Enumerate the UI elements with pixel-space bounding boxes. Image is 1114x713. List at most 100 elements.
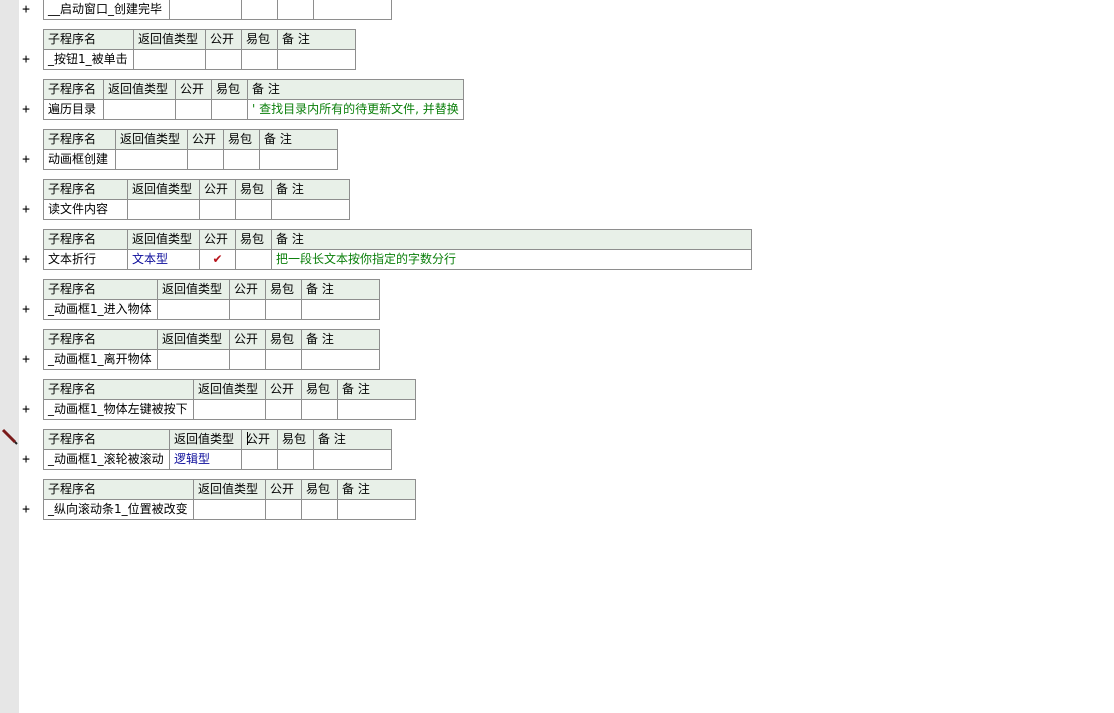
remark-cell[interactable] bbox=[313, 0, 392, 20]
remark-cell[interactable] bbox=[313, 449, 392, 470]
subroutine-name-cell[interactable]: __启动窗口_创建完毕 bbox=[43, 0, 170, 20]
expand-toggle[interactable]: + bbox=[22, 2, 30, 17]
public-cell[interactable] bbox=[265, 499, 302, 520]
expand-toggle[interactable]: + bbox=[22, 152, 30, 167]
subroutine-name-cell[interactable]: 动画框创建 bbox=[43, 149, 116, 170]
table-header-row: 子程序名 返回值类型 公开 易包 备 注 bbox=[43, 379, 416, 400]
subroutine-name-cell[interactable]: _纵向滚动条1_位置被改变 bbox=[43, 499, 194, 520]
subroutine-table: 子程序名 返回值类型 公开 易包 备 注 _动画框1_进入物体 bbox=[43, 279, 380, 320]
header-easy-pack: 易包 bbox=[211, 79, 248, 100]
expand-toggle[interactable]: + bbox=[22, 402, 30, 417]
public-cell[interactable] bbox=[229, 299, 266, 320]
expand-toggle[interactable]: + bbox=[22, 102, 30, 117]
return-type-cell[interactable] bbox=[133, 49, 206, 70]
header-name: 子程序名 bbox=[43, 279, 158, 300]
subroutine-name-cell[interactable]: _按钮1_被单击 bbox=[43, 49, 134, 70]
subroutine-row[interactable]: 动画框创建 bbox=[43, 149, 338, 170]
header-public: 公开 bbox=[265, 479, 302, 500]
header-remark: 备 注 bbox=[301, 279, 380, 300]
easy-pack-cell[interactable] bbox=[277, 449, 314, 470]
remark-cell[interactable] bbox=[277, 49, 356, 70]
subroutine-name-cell[interactable]: _动画框1_滚轮被滚动 bbox=[43, 449, 170, 470]
remark-cell[interactable] bbox=[271, 199, 350, 220]
header-remark: 备 注 bbox=[313, 429, 392, 450]
header-return-type: 返回值类型 bbox=[193, 379, 266, 400]
return-type-cell[interactable] bbox=[127, 199, 200, 220]
public-cell[interactable] bbox=[175, 99, 212, 120]
remark-cell[interactable]: ' 查找目录内所有的待更新文件, 并替换 bbox=[247, 99, 464, 120]
remark-cell[interactable] bbox=[337, 499, 416, 520]
expand-toggle[interactable]: + bbox=[22, 52, 30, 67]
expand-toggle[interactable]: + bbox=[22, 452, 30, 467]
public-cell[interactable] bbox=[241, 449, 278, 470]
public-cell[interactable] bbox=[199, 199, 236, 220]
easy-pack-cell[interactable] bbox=[301, 499, 338, 520]
header-remark: 备 注 bbox=[301, 329, 380, 350]
public-cell[interactable] bbox=[241, 0, 278, 20]
return-type-cell[interactable]: 文本型 bbox=[127, 249, 200, 270]
public-cell[interactable]: ✔ bbox=[199, 249, 236, 270]
subroutine-table: 子程序名 返回值类型 公开 易包 备 注 _动画框1_离开物体 bbox=[43, 329, 380, 370]
expand-toggle[interactable]: + bbox=[22, 502, 30, 517]
easy-pack-cell[interactable] bbox=[241, 49, 278, 70]
return-type-cell[interactable] bbox=[115, 149, 188, 170]
header-easy-pack: 易包 bbox=[235, 179, 272, 200]
table-header-row: 子程序名 返回值类型 公开 易包 备 注 bbox=[43, 229, 752, 250]
header-easy-pack: 易包 bbox=[277, 429, 314, 450]
subroutine-name-cell[interactable]: 文本折行 bbox=[43, 249, 128, 270]
remark-cell[interactable]: 把一段长文本按你指定的字数分行 bbox=[271, 249, 752, 270]
remark-cell[interactable] bbox=[301, 299, 380, 320]
remark-cell[interactable] bbox=[337, 399, 416, 420]
subroutine-row[interactable]: _按钮1_被单击 bbox=[43, 49, 356, 70]
easy-pack-cell[interactable] bbox=[235, 199, 272, 220]
subroutine-name-cell[interactable]: 读文件内容 bbox=[43, 199, 128, 220]
easy-pack-cell[interactable] bbox=[265, 349, 302, 370]
subroutine-row[interactable]: _动画框1_物体左键被按下 bbox=[43, 399, 416, 420]
return-type-cell[interactable] bbox=[157, 349, 230, 370]
subroutine-name-cell[interactable]: _动画框1_物体左键被按下 bbox=[43, 399, 194, 420]
return-type-cell[interactable] bbox=[157, 299, 230, 320]
subroutine-row[interactable]: 文本折行 文本型 ✔ 把一段长文本按你指定的字数分行 bbox=[43, 249, 752, 270]
subroutine-row[interactable]: _纵向滚动条1_位置被改变 bbox=[43, 499, 416, 520]
easy-pack-cell[interactable] bbox=[235, 249, 272, 270]
expand-toggle[interactable]: + bbox=[22, 252, 30, 267]
easy-pack-cell[interactable] bbox=[211, 99, 248, 120]
editor-gutter[interactable] bbox=[0, 0, 19, 713]
header-name: 子程序名 bbox=[43, 329, 158, 350]
return-type-cell[interactable] bbox=[193, 499, 266, 520]
header-easy-pack: 易包 bbox=[265, 279, 302, 300]
header-return-type: 返回值类型 bbox=[193, 479, 266, 500]
public-cell[interactable] bbox=[265, 399, 302, 420]
subroutine-row[interactable]: _动画框1_滚轮被滚动 逻辑型 bbox=[43, 449, 392, 470]
header-return-type: 返回值类型 bbox=[127, 229, 200, 250]
expand-toggle[interactable]: + bbox=[22, 302, 30, 317]
subroutine-row[interactable]: 读文件内容 bbox=[43, 199, 350, 220]
easy-pack-cell[interactable] bbox=[223, 149, 260, 170]
subroutine-row[interactable]: _动画框1_离开物体 bbox=[43, 349, 380, 370]
subroutine-row[interactable]: 遍历目录 ' 查找目录内所有的待更新文件, 并替换 bbox=[43, 99, 464, 120]
remark-cell[interactable] bbox=[259, 149, 338, 170]
subroutine-row[interactable]: __启动窗口_创建完毕 bbox=[43, 0, 392, 20]
return-type-cell[interactable] bbox=[193, 399, 266, 420]
header-return-type: 返回值类型 bbox=[157, 279, 230, 300]
header-name: 子程序名 bbox=[43, 429, 170, 450]
remark-cell[interactable] bbox=[301, 349, 380, 370]
public-cell[interactable] bbox=[187, 149, 224, 170]
public-cell[interactable] bbox=[205, 49, 242, 70]
subroutine-name-cell[interactable]: _动画框1_离开物体 bbox=[43, 349, 158, 370]
return-type-cell[interactable] bbox=[103, 99, 176, 120]
return-type-cell[interactable] bbox=[169, 0, 242, 20]
return-type-cell[interactable]: 逻辑型 bbox=[169, 449, 242, 470]
header-name: 子程序名 bbox=[43, 379, 194, 400]
subroutine-table: 子程序名 返回值类型 公开 易包 备 注 _纵向滚动条1_位置被改变 bbox=[43, 479, 416, 520]
subroutine-row[interactable]: _动画框1_进入物体 bbox=[43, 299, 380, 320]
expand-toggle[interactable]: + bbox=[22, 352, 30, 367]
subroutine-name-cell[interactable]: 遍历目录 bbox=[43, 99, 104, 120]
easy-pack-cell[interactable] bbox=[265, 299, 302, 320]
header-easy-pack: 易包 bbox=[301, 479, 338, 500]
public-cell[interactable] bbox=[229, 349, 266, 370]
subroutine-name-cell[interactable]: _动画框1_进入物体 bbox=[43, 299, 158, 320]
easy-pack-cell[interactable] bbox=[301, 399, 338, 420]
easy-pack-cell[interactable] bbox=[277, 0, 314, 20]
expand-toggle[interactable]: + bbox=[22, 202, 30, 217]
